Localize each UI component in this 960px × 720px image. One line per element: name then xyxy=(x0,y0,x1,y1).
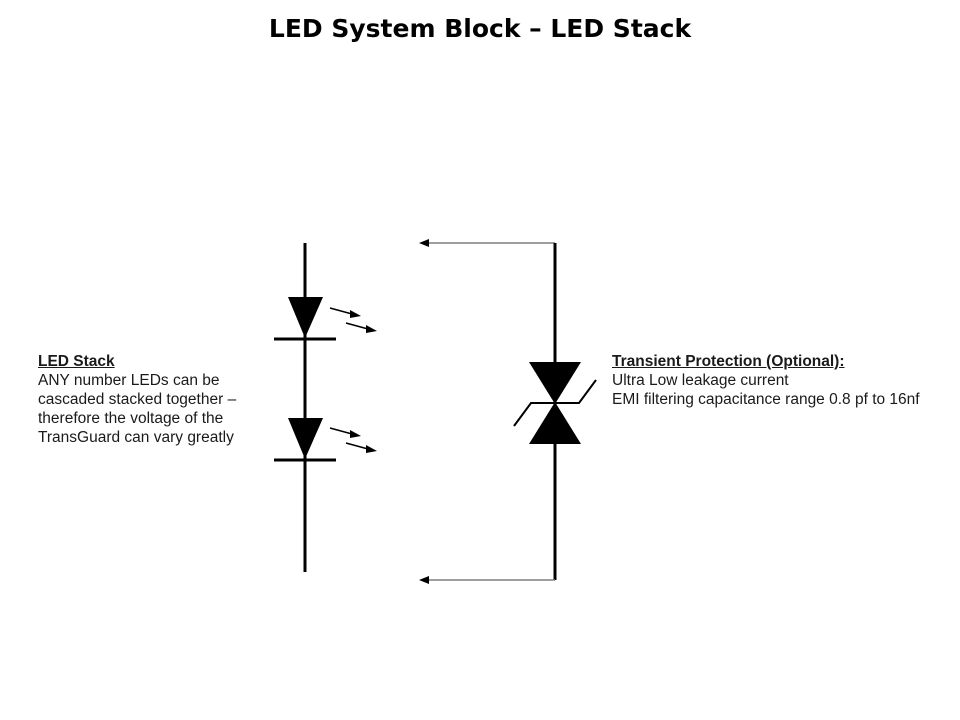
led-stack-line: therefore the voltage of the xyxy=(38,410,224,427)
top-arrowhead-icon xyxy=(419,239,429,247)
slide-title: LED System Block – LED Stack xyxy=(268,14,692,43)
led-1-anode-triangle xyxy=(288,297,323,338)
led-1-light-emission-icon xyxy=(329,307,377,333)
led-stack-line: TransGuard can vary greatly xyxy=(38,429,234,446)
tvs-upper-triangle xyxy=(529,362,581,404)
led-1 xyxy=(274,297,377,341)
transient-protection-line: Ultra Low leakage current xyxy=(612,372,789,389)
bottom-arrowhead-icon xyxy=(419,576,429,584)
led-stack-heading: LED Stack xyxy=(38,353,115,370)
led-stack-line: cascaded stacked together – xyxy=(38,391,237,408)
led-2-light-emission-icon xyxy=(329,427,377,453)
tvs-lower-triangle xyxy=(529,402,581,444)
transient-protection-note: Transient Protection (Optional): Ultra L… xyxy=(612,352,920,409)
tvs-diode-icon xyxy=(513,362,597,444)
led-2-anode-triangle xyxy=(288,418,323,459)
tvs-zener-bend xyxy=(513,379,597,427)
tvs-branch xyxy=(419,239,597,584)
transient-protection-heading: Transient Protection (Optional): xyxy=(612,353,845,370)
transient-protection-line: EMI filtering capacitance range 0.8 pf t… xyxy=(612,391,920,408)
led-stack-note: LED Stack ANY number LEDs can be cascade… xyxy=(38,352,236,447)
led-2 xyxy=(274,418,377,462)
led-stack-line: ANY number LEDs can be xyxy=(38,372,220,389)
